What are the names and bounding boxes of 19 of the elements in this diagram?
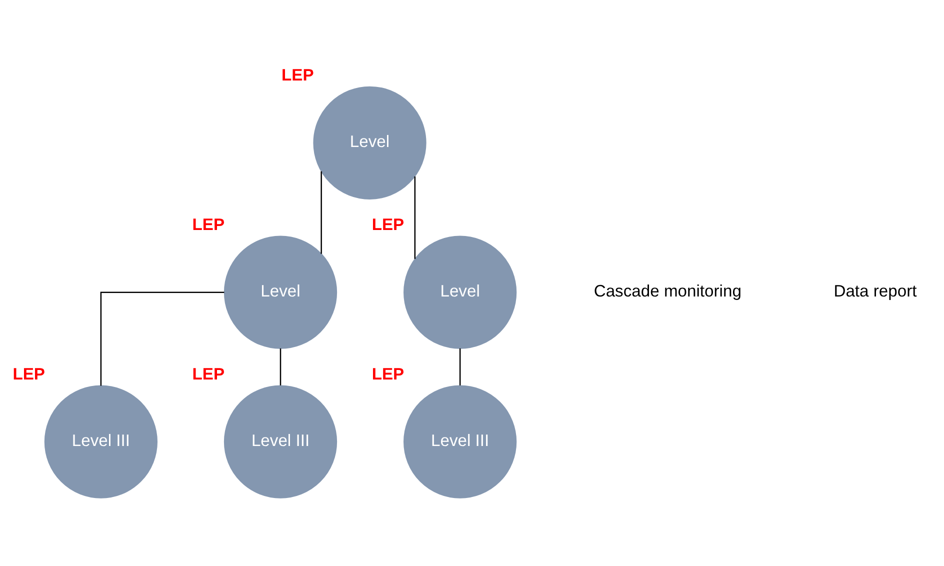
node-label: LEP [192, 364, 225, 384]
node-circle: Level [224, 236, 338, 349]
node-circle: Level III [404, 385, 517, 498]
connector [414, 176, 416, 259]
connector [459, 348, 461, 386]
node-circle: Level III [44, 385, 158, 498]
node-label: LEP [282, 65, 314, 84]
node-circle: Level III [224, 385, 338, 498]
node-label: LEP [192, 214, 225, 234]
node-label: LEP [12, 364, 46, 384]
label: Data report [834, 281, 917, 300]
node-label: LEP [372, 214, 404, 234]
connector [320, 171, 322, 254]
connector [280, 348, 282, 386]
node-circle: Level [404, 236, 517, 349]
node-circle: Level [313, 86, 426, 200]
connector [100, 292, 224, 386]
label: Cascade monitoring [594, 281, 742, 300]
node-label: LEP [372, 364, 404, 384]
